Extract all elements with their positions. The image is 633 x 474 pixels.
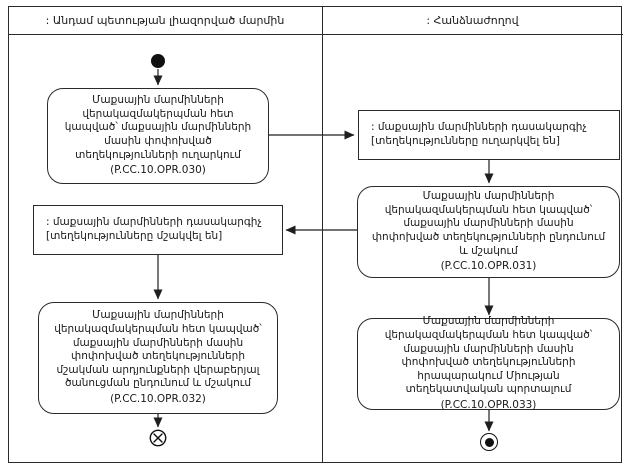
object-node-classifier-processed: : մաքսային մարմինների դասակարգիչ [տեղեկո… [33, 205, 283, 255]
lane-divider [322, 6, 323, 463]
action-receive-process-info-031: Մաքսային մարմինների վերակազմակերպման հետ… [357, 186, 620, 278]
action-publish-info-portal-033: Մաքսային մարմինների վերակազմակերպման հետ… [357, 315, 620, 412]
lane-title: : Հանձնաժողով [426, 13, 519, 27]
object-title: : մաքսային մարմինների դասակարգիչ [371, 121, 587, 134]
diagram-frame [8, 6, 622, 463]
lane-header-commission: : Հանձնաժողով [322, 6, 623, 34]
object-title: : մաքսային մարմինների դասակարգիչ [46, 216, 262, 229]
object-state: [տեղեկությունները ուղարկվել են] [371, 135, 560, 147]
action-code: (P.CC.10.OPR.031) [440, 260, 537, 273]
lane-header-separator [8, 34, 623, 35]
lane-header-authorized-body: : Անդամ պետության լիազորված մարմին [8, 6, 322, 34]
action-text: Մաքսային մարմինների վերակազմակերպման հետ… [384, 315, 593, 396]
action-code: (P.CC.10.OPR.032) [110, 393, 206, 406]
object-node-classifier-sent: : մաքսային մարմինների դասակարգիչ [տեղեկո… [358, 110, 620, 160]
action-text: Մաքսային մարմինների վերակազմակերպման հետ… [64, 94, 252, 161]
action-send-modified-info-030: Մաքսային մարմինների վերակազմակերպման հետ… [47, 88, 269, 184]
lane-title: : Անդամ պետության լիազորված մարմին [45, 13, 285, 27]
action-text: Մաքսային մարմինների վերակազմակերպման հետ… [54, 309, 262, 390]
action-text: Մաքսային մարմինների վերակազմակերպման հետ… [371, 190, 606, 257]
initial-node [151, 54, 165, 68]
action-receive-process-notification-032: Մաքսային մարմինների վերակազմակերպման հետ… [38, 302, 278, 414]
flow-final-node [149, 429, 167, 447]
activity-final-node [480, 433, 498, 451]
activity-final-dot [484, 437, 494, 447]
action-code: (P.CC.10.OPR.030) [110, 164, 206, 177]
action-code: (P.CC.10.OPR.033) [440, 399, 537, 412]
object-state: [տեղեկությունները մշակվել են] [46, 230, 223, 242]
flow-final-icon [149, 429, 167, 447]
